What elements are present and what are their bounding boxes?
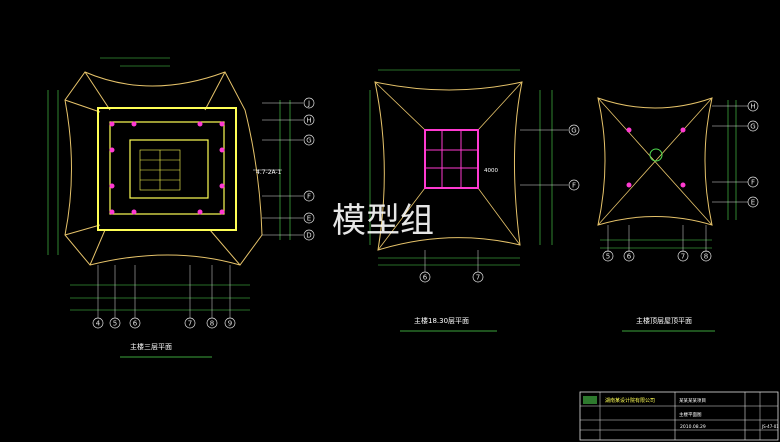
axis-bubble-label: 7 — [681, 253, 685, 261]
roof-apex — [649, 148, 663, 162]
title-block-company: 湖南某设计院有限公司 — [605, 397, 655, 404]
axis-bubble-label: G — [571, 127, 576, 135]
plan-title-1830: 主楼18.30层平面 — [414, 316, 469, 325]
axis-bubble-label: D — [306, 232, 311, 240]
axis-bubble — [303, 134, 315, 146]
axis-bubble-label: 6 — [423, 274, 428, 282]
axis-bubble — [92, 317, 104, 329]
axis-bubble — [303, 212, 315, 224]
note-1830: 4000 — [484, 168, 498, 174]
axis-bubble — [303, 190, 315, 202]
axis-bubbles-roof-right: H G F E — [747, 100, 759, 208]
axis-bubble-label: H — [750, 103, 755, 111]
axis-bubble-label: G — [306, 137, 311, 145]
axis-bubble — [224, 317, 236, 329]
axis-lines-1830 — [424, 129, 568, 272]
roof-ridges-3f — [64, 71, 241, 266]
axis-bubble — [602, 250, 614, 262]
columns-roof — [626, 127, 686, 188]
dimensions-roof — [600, 100, 737, 249]
axis-bubble — [303, 97, 315, 109]
plan-3f: 4 5 6 7 8 9 J H G F E D 4.7-2A-1 主楼三层平面 — [47, 57, 315, 358]
axis-bubble — [568, 124, 580, 136]
axis-bubble-label: 6 — [133, 320, 138, 328]
axis-bubbles-3f-bottom: 4 5 6 7 8 9 — [92, 317, 236, 329]
axis-lines-roof — [607, 105, 748, 252]
axis-bubble — [472, 271, 484, 283]
axis-bubble-label: 5 — [606, 253, 610, 261]
axis-bubble-label: G — [750, 123, 755, 131]
axis-bubble — [206, 317, 218, 329]
axis-bubble-label: F — [307, 193, 311, 201]
inner-wall-3f — [109, 121, 225, 215]
title-block-number: JS-47-01 — [761, 424, 779, 429]
dimensions-3f — [47, 57, 291, 311]
axis-bubble — [129, 317, 141, 329]
plan-title-roof: 主楼顶层屋顶平面 — [636, 316, 692, 325]
axis-bubble-label: 7 — [476, 274, 480, 282]
core-frame-1830 — [424, 129, 479, 189]
core-wall-3f — [129, 139, 209, 199]
axis-bubble-label: 7 — [188, 320, 192, 328]
axis-bubble — [747, 100, 759, 112]
axis-bubble — [747, 176, 759, 188]
axis-bubbles-3f-right: J H G F E D — [303, 97, 315, 241]
axis-bubble — [677, 250, 689, 262]
axis-bubble — [303, 114, 315, 126]
axis-bubble-label: 4 — [96, 320, 101, 328]
axis-lines-3f — [97, 102, 303, 318]
axis-bubble — [747, 120, 759, 132]
axis-bubble — [303, 229, 315, 241]
axis-bubble — [419, 271, 431, 283]
axis-bubble — [700, 250, 712, 262]
note-3f: 4.7-2A-1 — [256, 169, 282, 176]
axis-bubble-label: 8 — [210, 320, 214, 328]
axis-bubble — [568, 179, 580, 191]
axis-bubble-label: F — [572, 182, 576, 190]
axis-bubbles-1830-right: GF — [568, 124, 580, 191]
watermark: 模型组 — [332, 201, 434, 241]
axis-bubble-label: H — [306, 117, 311, 125]
axis-bubble — [184, 317, 196, 329]
roof-ridges-roof — [597, 97, 713, 226]
title-block-project: 某某某某项目 — [679, 398, 706, 404]
roof-ridges-1830 — [374, 81, 523, 251]
axis-bubble-label: 6 — [627, 253, 632, 261]
title-block: 湖南某设计院有限公司 某某某某项目 主楼平面图 2010.08.29 JS-47… — [579, 391, 779, 441]
axis-bubble-label: E — [751, 199, 755, 207]
title-block-date: 2010.08.29 — [680, 424, 706, 430]
dimensions-1830 — [369, 69, 553, 266]
columns-3f — [109, 121, 225, 215]
axis-bubble-label: E — [307, 215, 311, 223]
axis-bubble — [747, 196, 759, 208]
core-grid-1830 — [425, 130, 478, 188]
roof-outline-3f — [64, 71, 263, 266]
axis-bubble-label: 8 — [704, 253, 708, 261]
axis-bubble — [623, 250, 635, 262]
title-block-drawing: 主楼平面图 — [679, 411, 702, 418]
stair-3f — [139, 149, 181, 191]
plan-roof: 5 6 7 8 H G F E 主楼顶层屋顶平面 — [597, 97, 759, 332]
axis-bubble-label: 9 — [228, 320, 232, 328]
plan-title-3f: 主楼三层平面 — [130, 342, 172, 351]
outer-wall-3f — [97, 107, 237, 231]
axis-bubble — [109, 317, 121, 329]
axis-bubble-label: J — [307, 100, 310, 108]
axis-bubbles-roof-bottom: 5 6 7 8 — [602, 250, 712, 262]
axis-bubble-label: 5 — [113, 320, 117, 328]
axis-bubble-label: F — [751, 179, 755, 187]
